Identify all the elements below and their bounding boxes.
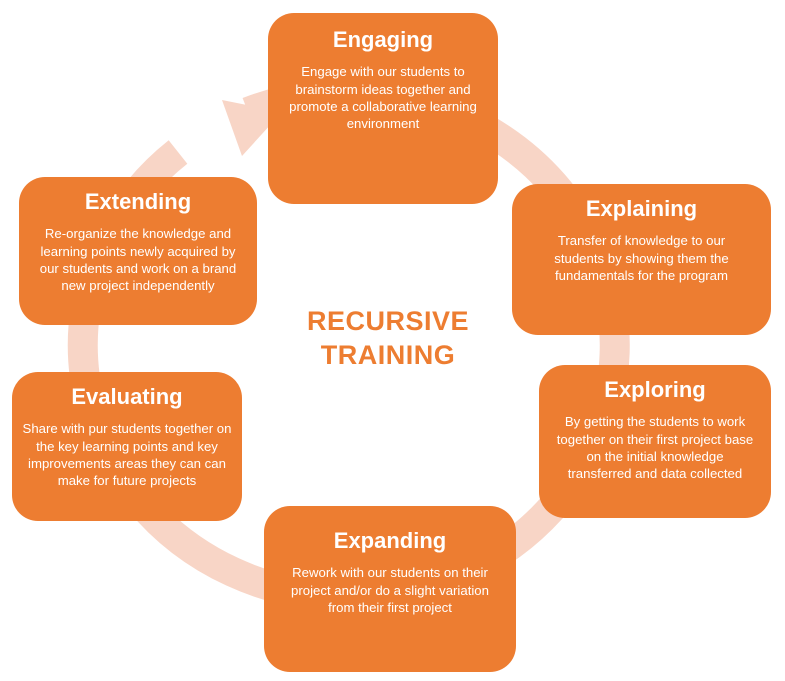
stage-engaging: Engaging Engage with our students to bra…: [268, 13, 498, 204]
stage-description: By getting the students to work together…: [556, 414, 754, 481]
stage-title: Explaining: [585, 196, 698, 221]
stage-extending: Extending Re-organize the knowledge and …: [19, 177, 257, 325]
stage-description: Transfer of knowledge to our students by…: [554, 233, 729, 283]
center-title-line-1: RECURSIVE: [306, 306, 470, 336]
stage-title: Exploring: [604, 377, 706, 402]
stage-description: Re-organize the knowledge and learning p…: [39, 226, 237, 293]
center-title-line-2: TRAINING: [320, 339, 456, 370]
stage-title: Extending: [84, 189, 192, 214]
stage-expanding: Expanding Rework with our students on th…: [264, 506, 516, 672]
center-title: RECURSIVE TRAINING: [248, 305, 528, 373]
stage-exploring: Exploring By getting the students to wor…: [539, 365, 771, 518]
stage-description: Share with pur students together on the …: [22, 421, 232, 488]
stage-description: Rework with our students on their projec…: [291, 565, 489, 615]
stage-description: Engage with our students to brainstorm i…: [289, 64, 477, 131]
stage-title: Expanding: [333, 528, 447, 553]
stage-evaluating: Evaluating Share with pur students toget…: [12, 372, 242, 521]
stage-title: Engaging: [332, 27, 434, 52]
stage-title: Evaluating: [71, 384, 183, 409]
cycle-arrow-head: [222, 100, 282, 156]
stage-explaining: Explaining Transfer of knowledge to our …: [512, 184, 771, 335]
